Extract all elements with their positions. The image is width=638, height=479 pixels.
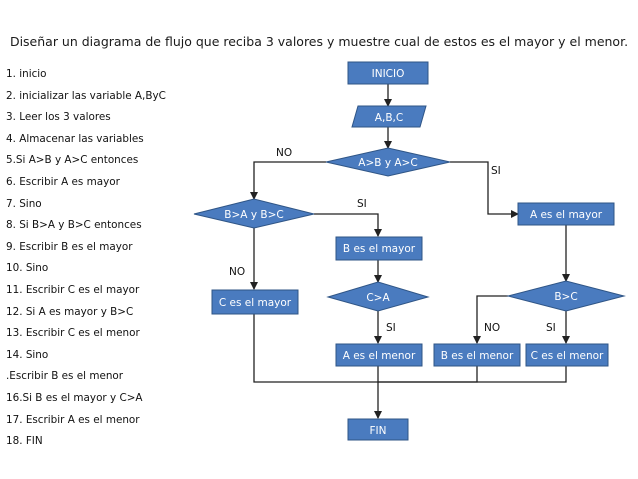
process-shape xyxy=(335,343,423,367)
decision-shape xyxy=(325,147,451,177)
step-item: 9. Escribir B es el mayor xyxy=(6,240,133,253)
node-label: C>A xyxy=(366,292,390,304)
decision-shape xyxy=(326,281,430,312)
edge-label-d1-si: SI xyxy=(491,165,501,177)
node-c-mayor: C es el mayor xyxy=(211,289,299,315)
node-label: A,B,C xyxy=(375,112,403,124)
process-shape xyxy=(517,202,615,226)
node-label: C es el menor xyxy=(531,350,604,362)
node-inicio: INICIO xyxy=(347,61,429,85)
step-item: 7. Sino xyxy=(6,197,42,210)
node-decision1: A>B y A>C xyxy=(325,147,451,177)
step-item: 1. inicio xyxy=(6,68,47,80)
step-item: 14. Sino xyxy=(6,348,49,361)
step-item: 5.Si A>B y A>C entonces xyxy=(6,154,139,167)
step-item: 10. Sino xyxy=(6,262,49,275)
node-label: B es el mayor xyxy=(343,243,416,255)
process-shape xyxy=(211,289,299,315)
decision-shape xyxy=(506,280,626,312)
step-item: 3. Leer los 3 valores xyxy=(6,111,111,124)
edge-label-bc-si: SI xyxy=(546,322,556,334)
connectors xyxy=(250,84,570,419)
node-label: B es el menor xyxy=(441,350,514,362)
connector xyxy=(378,366,567,383)
node-fin: FIN xyxy=(347,418,409,441)
step-item: 4. Almacenar las variables xyxy=(6,132,144,145)
connector xyxy=(250,161,326,200)
step-item: 11. Escribir C es el mayor xyxy=(6,283,140,296)
edge-label-d2-si: SI xyxy=(357,198,367,210)
step-item: 8. Si B>A y B>C entonces xyxy=(6,219,142,232)
node-decision2: B>A y B>C xyxy=(193,198,315,229)
edge-label-bc-no: NO xyxy=(484,322,500,334)
page-title: Diseñar un diagrama de flujo que reciba … xyxy=(9,34,629,49)
edge-label-d2-no: NO xyxy=(229,266,245,278)
node-input: A,B,C xyxy=(351,105,427,128)
step-item: 13. Escribir C es el menor xyxy=(6,327,140,340)
algorithm-steps: 1. inicio 2. inicializar las variable A,… xyxy=(6,64,206,453)
step-item: 6. Escribir A es mayor xyxy=(6,175,120,188)
connector xyxy=(314,213,382,237)
edge-label-d1-no: NO xyxy=(276,147,292,159)
terminal-shape xyxy=(347,418,409,441)
connector xyxy=(473,295,508,344)
process-shape xyxy=(335,236,423,261)
node-b-mayor: B es el mayor xyxy=(335,236,423,261)
node-b-menor: B es el menor xyxy=(433,343,521,367)
node-label: B>A y B>C xyxy=(224,209,283,221)
node-label: A>B y A>C xyxy=(358,157,417,169)
process-shape xyxy=(525,343,609,367)
input-shape xyxy=(351,105,427,128)
node-a-menor: A es el menor xyxy=(335,343,423,367)
connector xyxy=(378,366,478,383)
node-a-mayor: A es el mayor xyxy=(517,202,615,226)
step-item: 2. inicializar las variable A,ByC xyxy=(6,89,166,102)
terminal-shape xyxy=(347,61,429,85)
edge-label-ca-si: SI xyxy=(386,322,396,334)
step-item: 17. Escribir A es el menor xyxy=(6,413,140,426)
node-label: A es el mayor xyxy=(530,209,603,221)
node-label: INICIO xyxy=(372,68,405,80)
process-shape xyxy=(433,343,521,367)
step-item: 18. FIN xyxy=(6,435,43,448)
step-item: 16.Si B es el mayor y C>A xyxy=(6,391,143,404)
node-label: C es el mayor xyxy=(219,297,292,309)
decision-shape xyxy=(193,198,315,229)
step-item: 12. Si A es mayor y B>C xyxy=(6,305,134,318)
connector xyxy=(253,314,378,383)
node-label: B>C xyxy=(554,291,577,303)
node-label: A es el menor xyxy=(343,350,416,362)
node-decision-ca: C>A xyxy=(326,281,430,312)
step-item: .Escribir B es el menor xyxy=(6,370,124,383)
connector xyxy=(450,161,519,218)
node-decision-bc: B>C xyxy=(506,280,626,312)
node-label: FIN xyxy=(370,425,387,437)
node-c-menor: C es el menor xyxy=(525,343,609,367)
